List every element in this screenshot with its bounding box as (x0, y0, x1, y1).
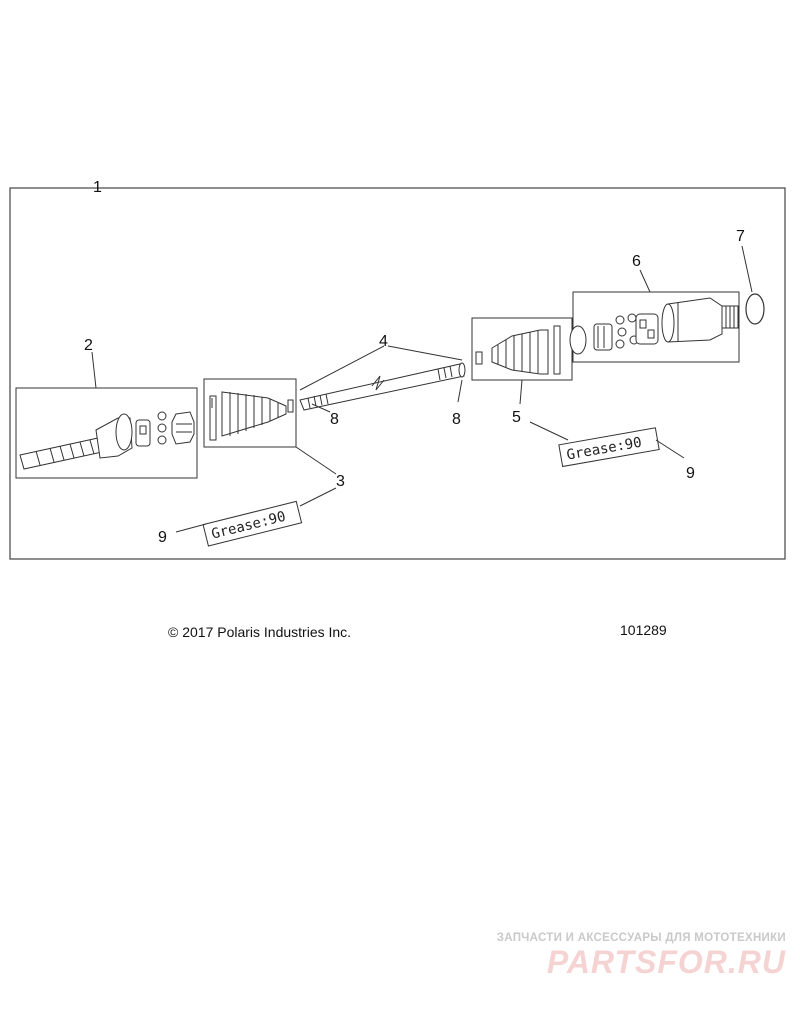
leader-4b (387, 345, 463, 361)
leader-3 (295, 446, 337, 475)
copyright-notice: © 2017 Polaris Industries Inc. (168, 624, 352, 640)
leader-4a (299, 345, 385, 391)
leader-7 (741, 245, 753, 293)
leader-8a (311, 403, 331, 413)
leader-6 (639, 269, 651, 293)
callout-6: 6 (632, 253, 641, 270)
watermark-logo: PARTSFOR.RU (546, 944, 786, 980)
callout-4: 4 (379, 333, 388, 350)
leader-8b (457, 379, 463, 403)
part-6-cv-joint-inner (569, 291, 740, 363)
callout-8-right: 8 (452, 411, 461, 428)
drawing-number: 101289 (620, 622, 667, 638)
watermark-tagline: ЗАПЧАСТИ И АКСЕССУАРЫ ДЛЯ МОТОТЕХНИКИ (496, 932, 786, 944)
part-3-boot-kit-outer (203, 378, 297, 448)
callout-2: 2 (84, 337, 93, 354)
callout-9-left: 9 (158, 529, 167, 546)
leader-5-to-grease (529, 421, 569, 441)
leader-5 (519, 379, 523, 405)
watermark: ЗАПЧАСТИ И АКСЕССУАРЫ ДЛЯ МОТОТЕХНИКИ PA… (486, 932, 786, 981)
callout-8-left: 8 (330, 411, 339, 428)
assembly-frame (9, 187, 786, 560)
callout-7: 7 (736, 228, 745, 245)
part-7-snap-ring (745, 293, 765, 325)
leader-9-left (175, 523, 207, 533)
callout-5: 5 (512, 409, 521, 426)
part-5-boot-kit-inner (471, 317, 573, 381)
leader-9-right (655, 439, 685, 459)
callout-3: 3 (336, 473, 345, 490)
grease-packet-left: Grease:90 (202, 500, 303, 547)
leader-2 (91, 351, 97, 389)
leader-3-to-grease (299, 487, 337, 507)
callout-1: 1 (93, 179, 102, 196)
callout-9-right: 9 (686, 465, 695, 482)
grease-packet-right: Grease:90 (558, 427, 660, 468)
part-4-axle-shaft (299, 362, 466, 411)
part-2-cv-joint-outer (15, 387, 198, 479)
